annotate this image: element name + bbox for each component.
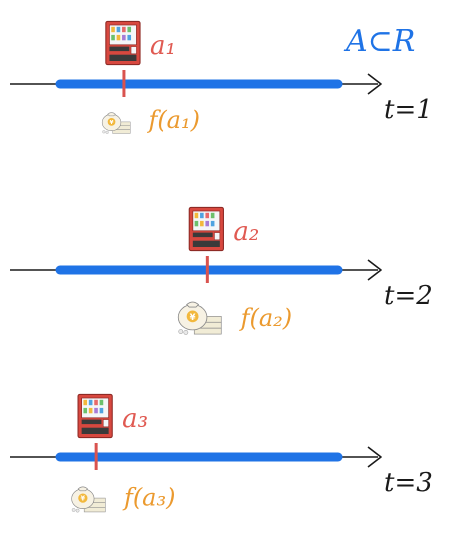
- action-label: a₃: [122, 404, 148, 434]
- vending-machine-icon: [77, 393, 113, 439]
- axis-arrowhead: [367, 446, 382, 468]
- reward-label: f(a₁): [146, 106, 200, 134]
- money-bag-icon: [71, 486, 106, 513]
- round-2: t=2 a₂ f(a₂): [10, 206, 433, 335]
- action-label: a₂: [233, 217, 259, 247]
- time-label: t=2: [384, 281, 433, 311]
- time-label: t=1: [384, 95, 433, 125]
- round-3: t=3 a₃ f(a₃): [10, 393, 433, 513]
- action-label: a₁: [150, 31, 176, 61]
- axis-arrowhead: [367, 73, 382, 95]
- time-label: t=3: [384, 468, 433, 498]
- money-bag-icon: [101, 112, 131, 135]
- axis-arrowhead: [367, 259, 382, 281]
- money-bag-icon: [177, 301, 222, 335]
- reward-label: f(a₂): [239, 304, 293, 332]
- reward-label: f(a₃): [122, 484, 176, 512]
- vending-machine-icon: [188, 206, 224, 252]
- set-label: A⊂R: [343, 24, 415, 59]
- vending-machine-icon: [105, 20, 141, 66]
- round-1: t=1 a₁ f(a₁): [10, 20, 433, 135]
